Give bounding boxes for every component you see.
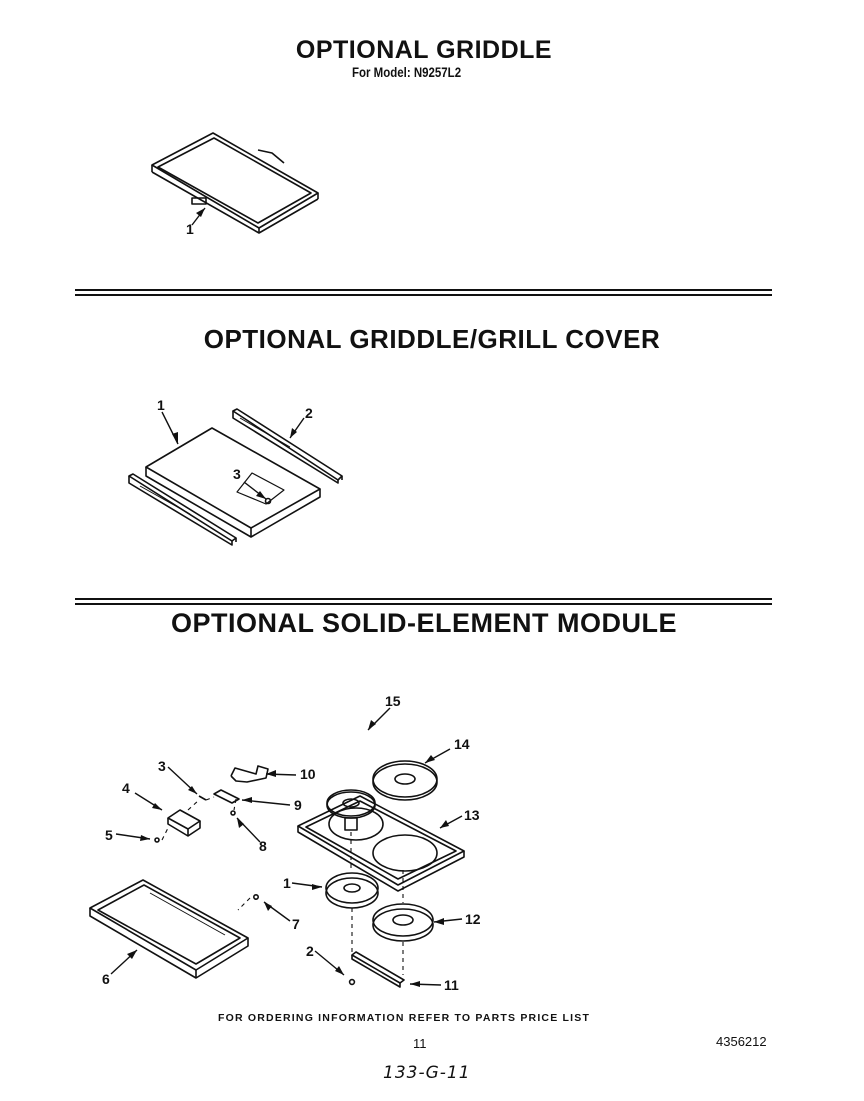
callout-15: 15	[385, 693, 401, 709]
callout-13: 13	[464, 807, 480, 823]
divider-line	[75, 598, 772, 600]
callout-6: 6	[102, 971, 110, 987]
divider-line	[75, 603, 772, 605]
page-number: 11	[413, 1036, 427, 1051]
element-frame-part	[297, 795, 465, 892]
ordering-note: FOR ORDERING INFORMATION REFER TO PARTS …	[218, 1012, 591, 1024]
handwritten-note: 133-G-11	[383, 1063, 471, 1083]
callout-7: 7	[292, 916, 300, 932]
callout-1: 1	[157, 397, 165, 413]
section-title-solid-element-module: OPTIONAL SOLID-ELEMENT MODULE	[171, 608, 677, 638]
section-title-griddle-grill-cover: OPTIONAL GRIDDLE/GRILL COVER	[203, 324, 661, 354]
callout-2: 2	[306, 943, 314, 959]
document-number: 4356212	[716, 1034, 767, 1049]
callout-12: 12	[465, 911, 481, 927]
cover-rail-part	[232, 408, 343, 484]
model-subtitle: For Model: N9257L2	[352, 64, 462, 80]
trim-ring-part	[372, 903, 434, 942]
callout-4: 4	[122, 780, 130, 796]
callout-2: 2	[305, 405, 313, 421]
callout-14: 14	[454, 736, 470, 752]
section-title-griddle: OPTIONAL GRIDDLE	[295, 36, 553, 64]
callout-10: 10	[300, 766, 316, 782]
callout-1: 1	[283, 875, 291, 891]
switch-block-part	[167, 809, 201, 837]
divider-line	[75, 289, 772, 291]
cover-rail-part	[128, 473, 237, 546]
drip-tray-part	[89, 879, 249, 979]
solid-element-14	[372, 760, 438, 801]
callout-1: 1	[186, 221, 194, 237]
callout-3: 3	[233, 466, 241, 482]
grill-cover-part	[145, 427, 321, 538]
griddle-part	[151, 132, 319, 234]
callout-8: 8	[259, 838, 267, 854]
divider-line	[75, 294, 772, 296]
callout-9: 9	[294, 797, 302, 813]
callout-11: 11	[444, 977, 459, 993]
support-bracket-part	[351, 951, 405, 988]
trim-ring-part	[325, 872, 379, 909]
solid-element-15	[326, 789, 376, 831]
callout-3: 3	[158, 758, 166, 774]
callout-5: 5	[105, 827, 113, 843]
